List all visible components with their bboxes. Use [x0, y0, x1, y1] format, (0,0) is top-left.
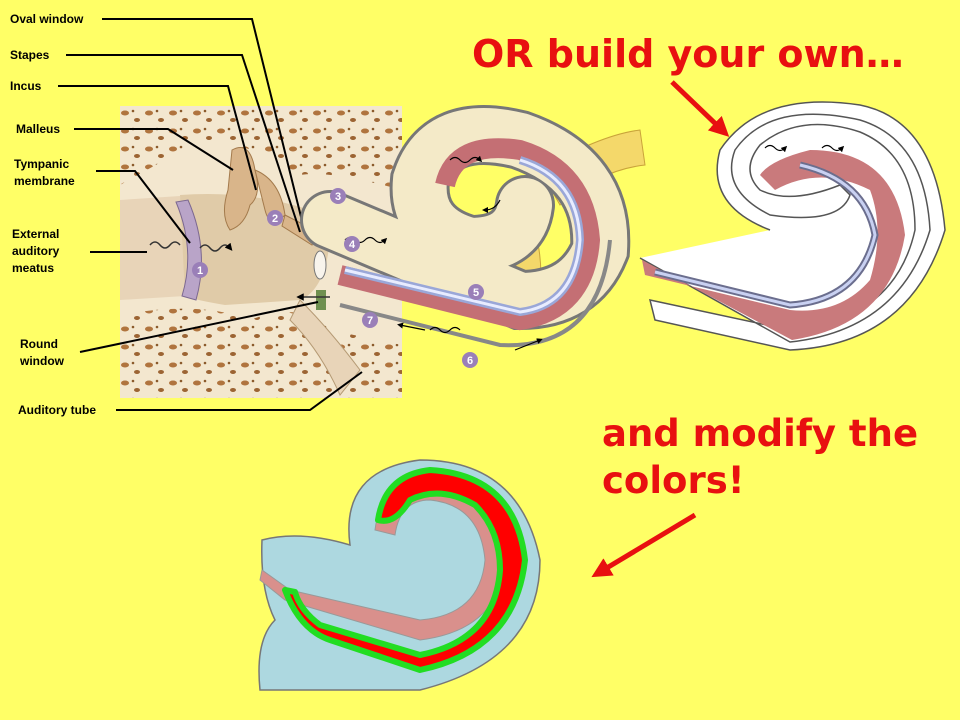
- marker-3: [330, 188, 346, 204]
- label-auditory-tube: Auditory tube: [18, 403, 96, 417]
- svg-text:2: 2: [272, 213, 278, 225]
- marker-7: [362, 312, 378, 328]
- headline-build-your-own: OR build your own…: [472, 32, 904, 76]
- cochlea-diagram: [300, 105, 646, 351]
- label-tympanic-membrane: Tympanic membrane: [14, 157, 75, 188]
- marker-4: [344, 236, 360, 252]
- simplified-cochlea: [639, 101, 946, 351]
- numbered-markers: 1 2 3 4 5 6 7: [192, 188, 484, 368]
- label-stapes: Stapes: [10, 48, 50, 62]
- leader-lines: [58, 18, 363, 411]
- label-incus: Incus: [10, 79, 42, 93]
- svg-text:6: 6: [467, 355, 473, 367]
- svg-text:5: 5: [473, 287, 479, 299]
- arrow-to-outline: [670, 80, 730, 137]
- label-malleus: Malleus: [16, 122, 61, 136]
- colored-cochlea: [258, 459, 541, 691]
- svg-text:4: 4: [349, 239, 356, 251]
- marker-6: [462, 352, 478, 368]
- svg-text:1: 1: [197, 265, 203, 277]
- svg-text:3: 3: [335, 191, 341, 203]
- headline-modify-colors: and modify the colors!: [602, 412, 919, 502]
- ear-anatomy-panel: [120, 106, 402, 398]
- arrow-to-colored: [591, 512, 697, 578]
- svg-text:7: 7: [367, 315, 373, 327]
- marker-1: [192, 262, 208, 278]
- label-round-window: Round window: [20, 337, 64, 368]
- label-external-auditory-meatus: External auditory meatus: [12, 227, 60, 275]
- marker-5: [468, 284, 484, 300]
- marker-2: [267, 210, 283, 226]
- label-oval-window: Oval window: [10, 12, 84, 26]
